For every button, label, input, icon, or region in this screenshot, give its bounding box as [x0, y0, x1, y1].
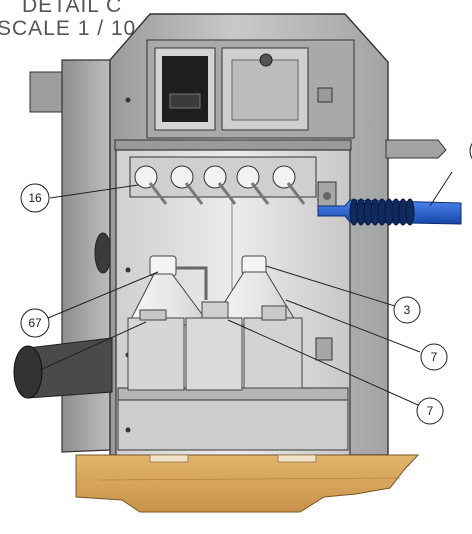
svg-text:7: 7 — [431, 350, 438, 364]
nozzle-tube — [286, 182, 306, 205]
nozzle-manifold — [129, 156, 317, 205]
svg-text:67: 67 — [28, 316, 42, 330]
latch — [317, 87, 333, 103]
upper-compartment-right — [221, 47, 309, 131]
cabinet-body — [109, 13, 389, 459]
callout-16: 16 — [20, 183, 50, 213]
nozzle-tube — [184, 182, 204, 205]
nozzle — [170, 165, 194, 189]
scale-label: SCALE 1 / 10 — [0, 17, 137, 40]
jugs-front — [127, 301, 303, 391]
callout-7a: 7 — [420, 343, 448, 371]
nozzle-tube — [217, 182, 237, 205]
hose-coil — [405, 198, 415, 226]
nozzle-tube — [250, 182, 270, 205]
callout-67: 67 — [20, 308, 50, 338]
upper-compartment-left — [154, 47, 216, 131]
nozzle — [203, 165, 227, 189]
svg-text:3: 3 — [404, 303, 411, 317]
nozzle-tube — [148, 182, 168, 205]
leader-lines — [39, 171, 453, 406]
nozzle — [236, 165, 260, 189]
side-rod — [385, 139, 447, 159]
wood-pallet — [75, 454, 420, 513]
exhaust-pipe — [13, 337, 113, 399]
nozzle — [134, 165, 158, 189]
nozzle — [272, 165, 296, 189]
svg-text:7: 7 — [427, 404, 434, 418]
callout-3: 3 — [393, 296, 421, 324]
blue-hose — [317, 198, 462, 226]
svg-text:16: 16 — [28, 191, 42, 205]
detail-title: DETAIL C — [22, 0, 123, 17]
callout-7b: 7 — [416, 397, 444, 425]
